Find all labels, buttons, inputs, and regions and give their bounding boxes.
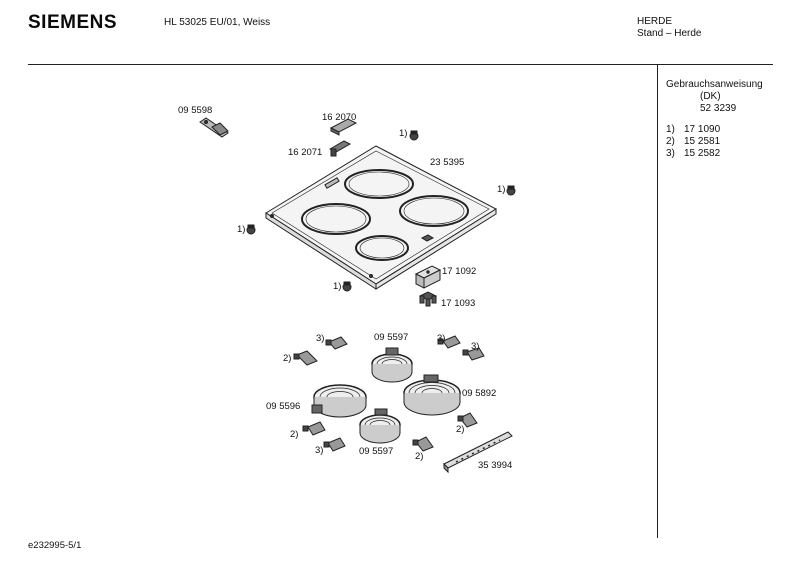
heating-element-095892 xyxy=(403,374,461,416)
connector-171093 xyxy=(418,291,438,307)
bracket-171092 xyxy=(414,265,442,289)
manual-title: Gebrauchsanweisung xyxy=(666,79,763,90)
heating-element-095596 xyxy=(311,384,367,418)
note-key-3: 3) xyxy=(666,148,675,159)
brand-logo: SIEMENS xyxy=(28,12,118,33)
note-value-1: 17 1090 xyxy=(684,124,721,135)
label-171093: 17 1093 xyxy=(441,298,476,309)
label-ref-1b: 1) xyxy=(497,184,506,195)
model-title: HL 53025 EU/01, Weiss xyxy=(164,17,271,28)
document-code: e232995-5/1 xyxy=(28,540,82,551)
label-ref-2a: 2) xyxy=(283,353,292,364)
label-171092: 17 1092 xyxy=(442,266,477,277)
clip-2b xyxy=(302,421,326,436)
manual-language: (DK) xyxy=(700,91,721,102)
label-ref-1d: 1) xyxy=(333,281,342,292)
label-235395: 23 5395 xyxy=(430,157,465,168)
header-divider xyxy=(28,64,773,65)
label-ref-2b: 2) xyxy=(290,429,299,440)
label-095597-lower: 09 5597 xyxy=(359,446,394,457)
screw-1d xyxy=(342,281,352,292)
label-095597-upper: 09 5597 xyxy=(374,332,409,343)
manual-number: 52 3239 xyxy=(700,103,737,114)
bracket-095598 xyxy=(199,117,229,138)
note-value-3: 15 2582 xyxy=(684,148,721,159)
clip-162071 xyxy=(328,140,352,157)
clip-3b xyxy=(437,335,461,349)
mounting-rail-353994 xyxy=(443,431,513,474)
clip-3d xyxy=(323,437,346,452)
heating-element-095597-lower xyxy=(359,408,401,444)
label-095892: 09 5892 xyxy=(462,388,497,399)
screw-1a xyxy=(409,130,419,141)
label-ref-2c: 2) xyxy=(456,424,465,435)
clip-2d xyxy=(412,436,434,452)
label-ref-1a: 1) xyxy=(399,128,408,139)
label-ref-3c: 3) xyxy=(471,341,480,352)
clip-2c xyxy=(457,412,478,428)
clip-162070 xyxy=(329,118,358,136)
side-panel-divider xyxy=(657,64,658,538)
note-key-2: 2) xyxy=(666,136,675,147)
label-095596: 09 5596 xyxy=(266,401,301,412)
label-ref-3b: 3) xyxy=(437,333,446,344)
heating-element-095597-upper xyxy=(371,347,413,383)
label-353994: 35 3994 xyxy=(478,460,513,471)
clip-3c xyxy=(462,347,485,361)
label-ref-1c: 1) xyxy=(237,224,246,235)
label-162070: 16 2070 xyxy=(322,112,357,123)
label-ref-3d: 3) xyxy=(315,445,324,456)
clip-3a xyxy=(325,336,348,350)
category-label: HERDE xyxy=(637,16,673,27)
note-value-2: 15 2581 xyxy=(684,136,721,147)
label-162071: 16 2071 xyxy=(288,147,323,158)
label-ref-2d: 2) xyxy=(415,451,424,462)
note-key-1: 1) xyxy=(666,124,675,135)
ceramic-cooktop-panel xyxy=(265,145,498,290)
clip-2a xyxy=(293,350,318,366)
screw-1c xyxy=(246,224,256,235)
label-ref-3a: 3) xyxy=(316,333,325,344)
subcategory-label: Stand – Herde xyxy=(637,28,702,39)
label-095598: 09 5598 xyxy=(178,105,213,116)
screw-1b xyxy=(506,185,516,196)
